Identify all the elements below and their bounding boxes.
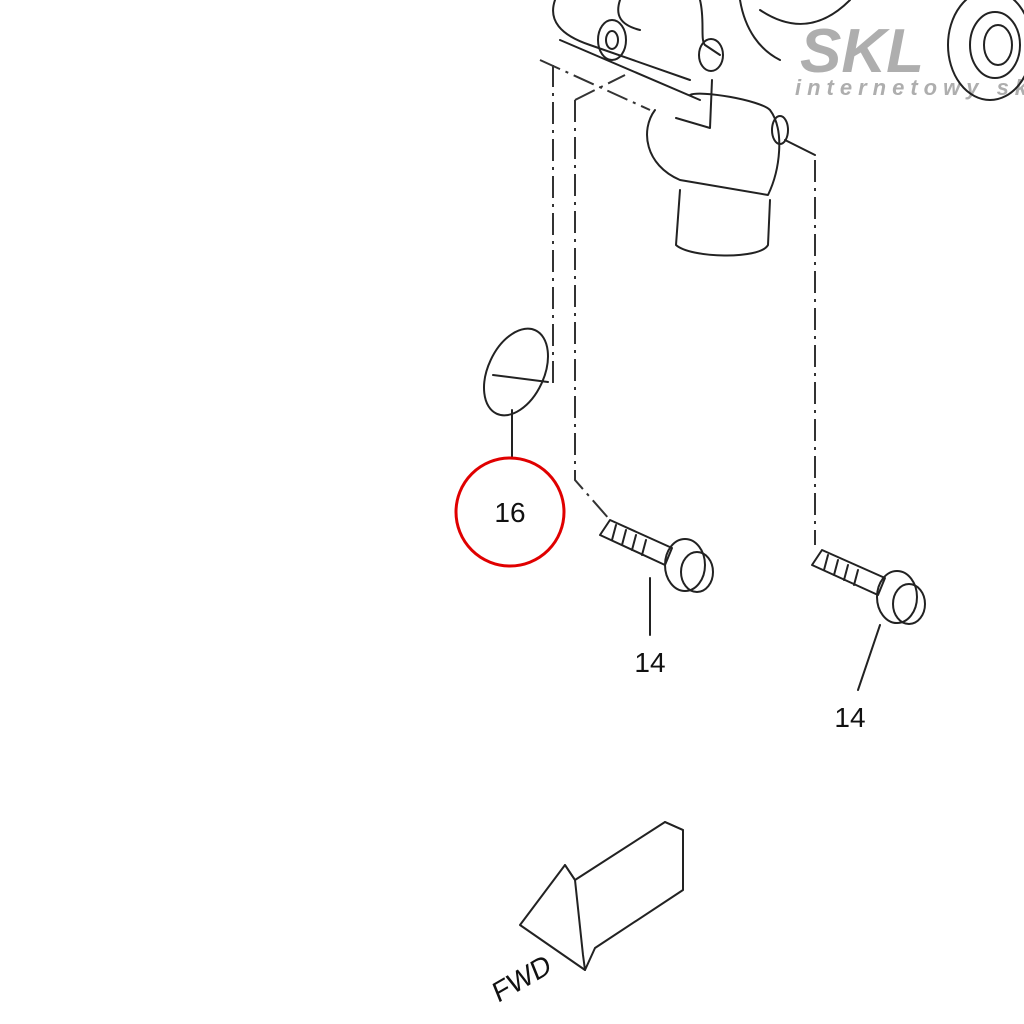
highlight-circle: [454, 456, 566, 568]
callout-14[interactable]: 14: [834, 702, 865, 733]
svg-text:internetowy sk: internetowy sk: [795, 75, 1024, 100]
housing-part: [552, 0, 1024, 257]
watermark: SKL internetowy sk: [795, 17, 1024, 100]
bolt-part: [811, 549, 926, 691]
svg-text:SKL: SKL: [800, 17, 924, 86]
fwd-label: FWD: [488, 948, 555, 1009]
guide-lines: [539, 59, 816, 545]
o-ring-part: [483, 327, 549, 459]
callout-14[interactable]: 14: [634, 647, 665, 678]
bolt-part: [599, 519, 714, 636]
callout-16[interactable]: 16: [494, 497, 525, 528]
forward-arrow-icon: FWD: [488, 821, 684, 1009]
